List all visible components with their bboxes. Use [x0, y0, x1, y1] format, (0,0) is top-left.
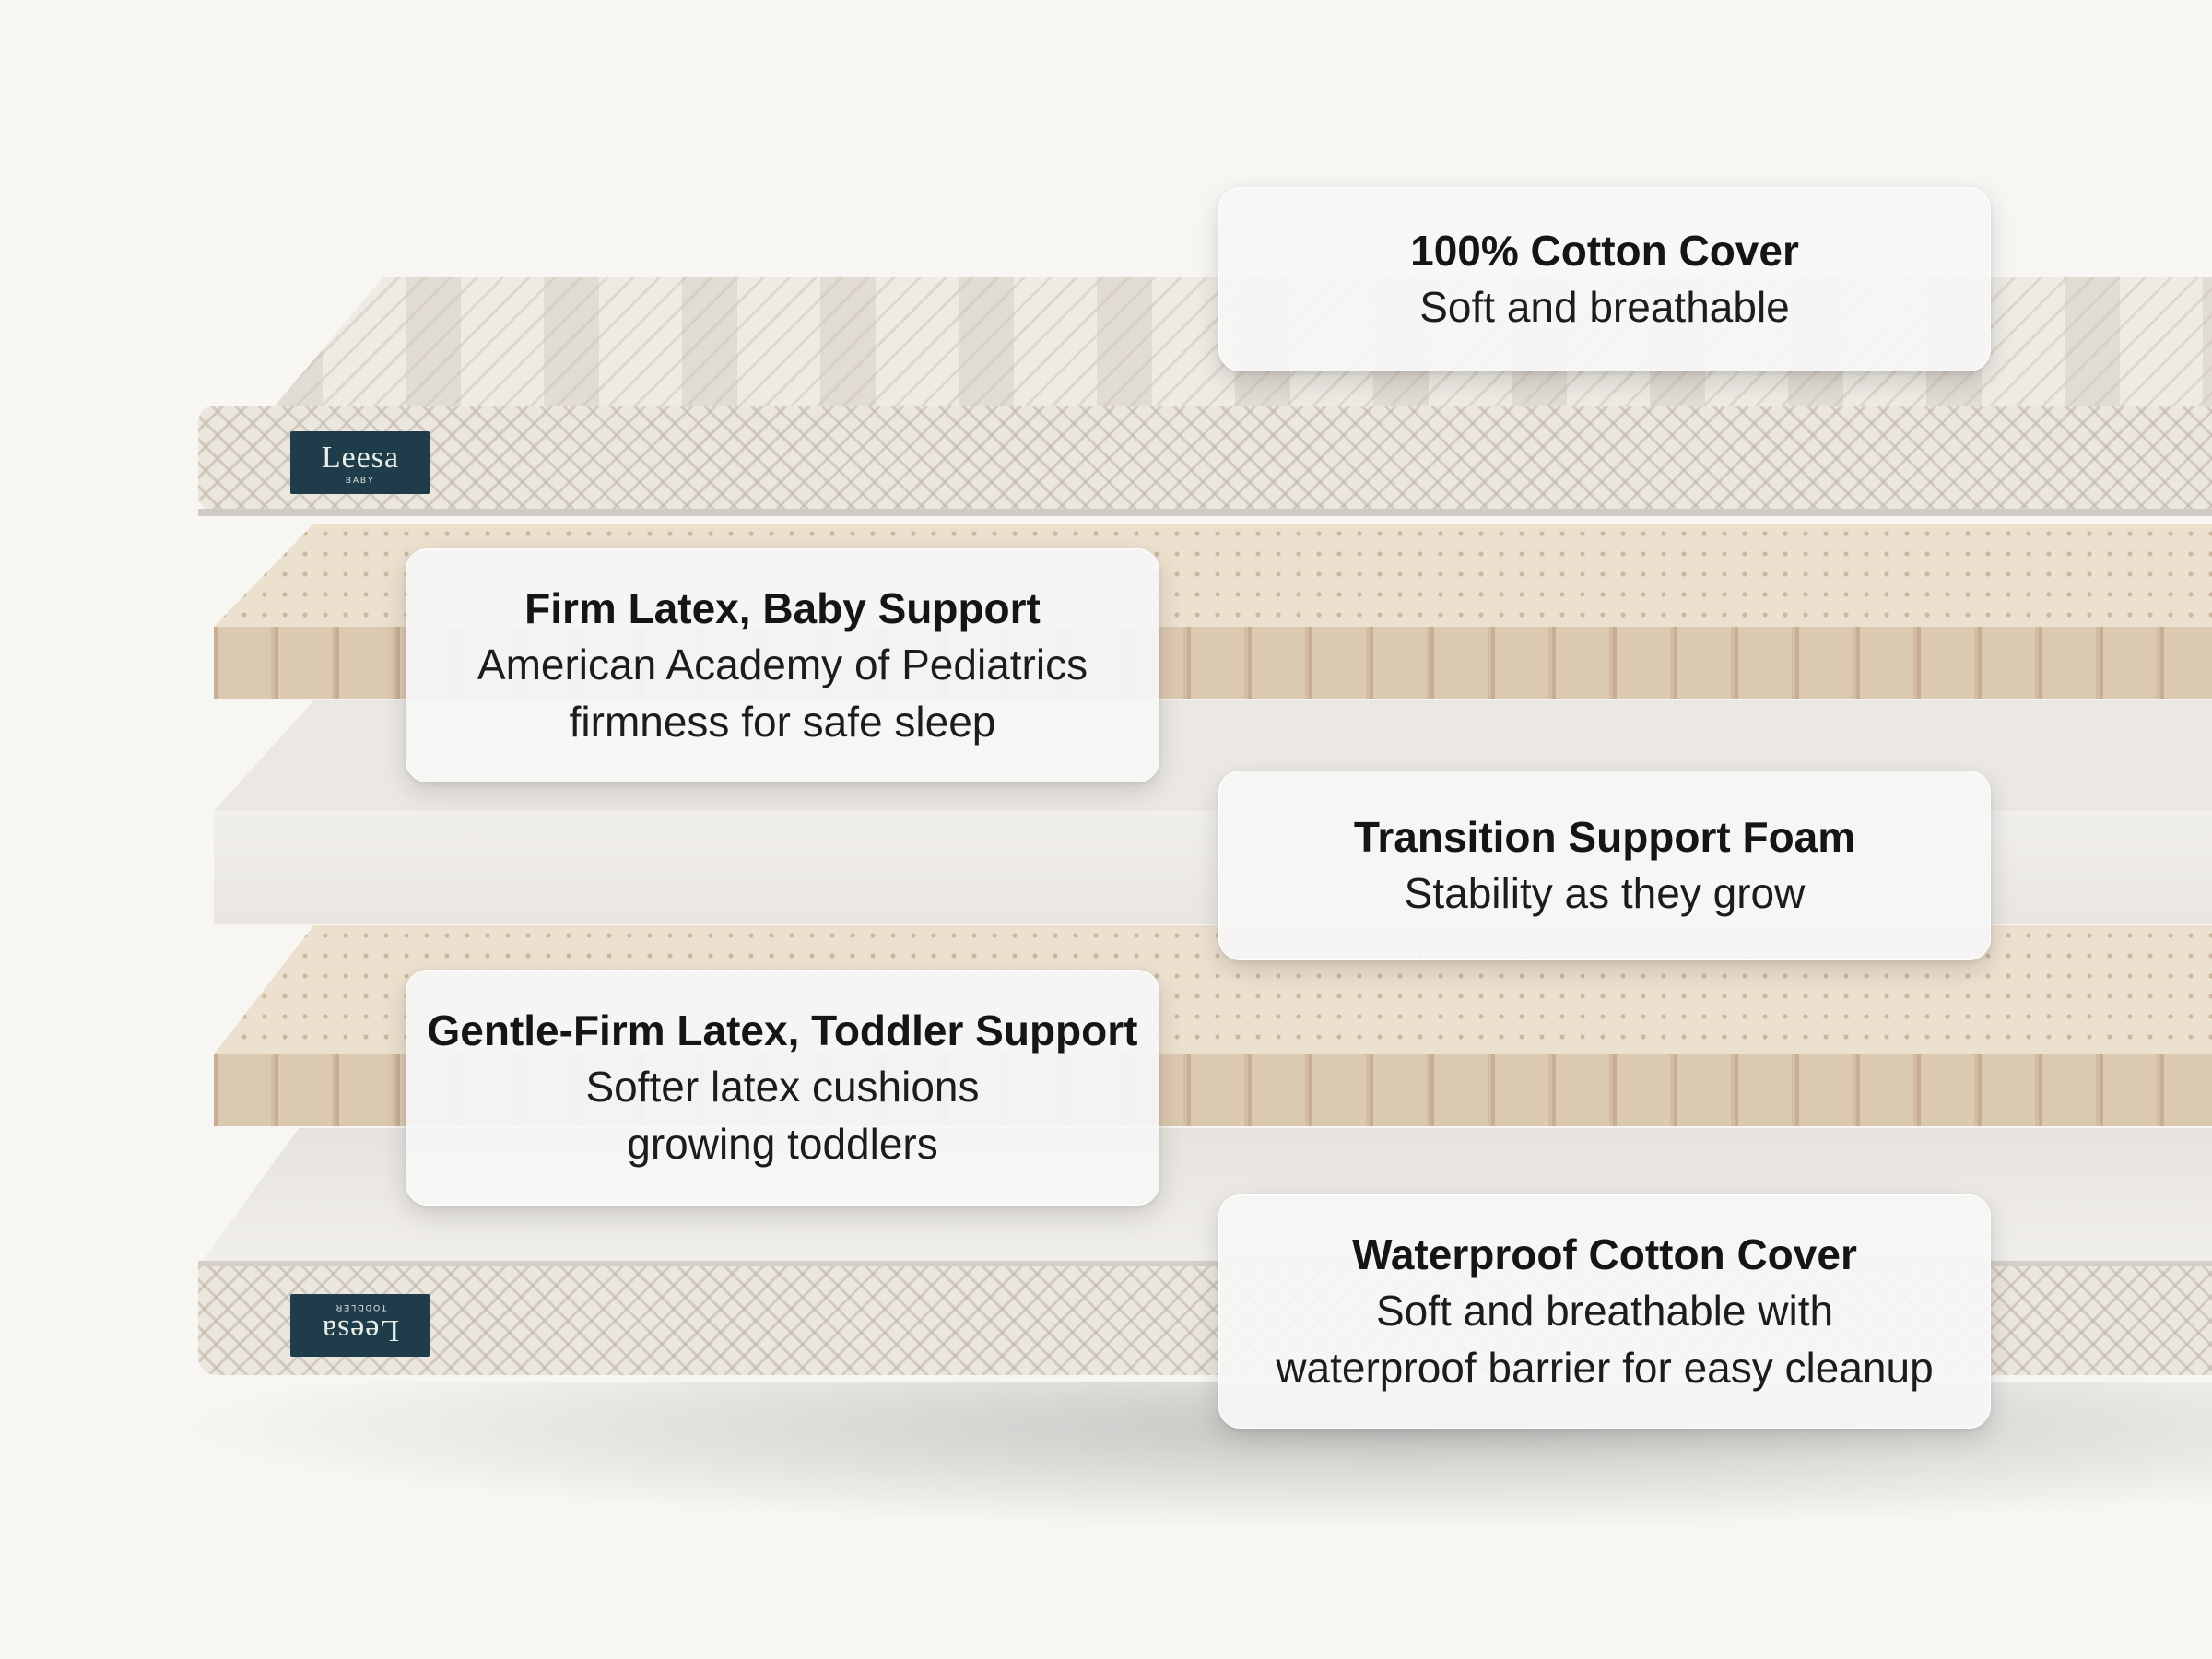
callout-text: Soft and breathable [1419, 283, 1790, 331]
callout-transition-foam: Transition Support Foam Stability as the… [1218, 771, 1991, 960]
callout-text: waterproof barrier for easy cleanup [1276, 1344, 1934, 1392]
logo-sub: BABY [345, 476, 375, 485]
top-cover-seam [198, 509, 2212, 516]
leesa-baby-logo: Leesa BABY [290, 431, 430, 494]
callout-waterproof-cover: Waterproof Cotton Cover Soft and breatha… [1218, 1194, 1991, 1429]
callout-title: Transition Support Foam [1353, 813, 1856, 861]
callout-title: Firm Latex, Baby Support [524, 584, 1041, 632]
callout-firm-latex: Firm Latex, Baby Support American Academ… [406, 548, 1159, 782]
callout-gentle-latex: Gentle-Firm Latex, Toddler Support Softe… [406, 970, 1159, 1206]
callout-text: Stability as they grow [1404, 869, 1806, 917]
callout-title: Waterproof Cotton Cover [1352, 1230, 1857, 1278]
callout-text: firmness for safe sleep [569, 698, 996, 746]
callout-title: 100% Cotton Cover [1410, 227, 1799, 275]
callout-text: growing toddlers [627, 1120, 938, 1168]
logo-sub: TODDLER [334, 1303, 387, 1312]
logo-name: Leesa [321, 441, 400, 475]
logo-name: Leesa [321, 1313, 400, 1347]
callout-text: American Academy of Pediatrics [477, 641, 1088, 688]
leesa-toddler-logo: Leesa TODDLER [290, 1294, 430, 1357]
top-cover-side [198, 406, 2212, 512]
callout-cotton-cover: 100% Cotton Cover Soft and breathable [1218, 187, 1991, 371]
callout-title: Gentle-Firm Latex, Toddler Support [427, 1006, 1138, 1054]
bottom-cover-zipper [198, 1261, 2212, 1266]
callout-text: Soft and breathable with [1375, 1287, 1834, 1335]
callout-text: Softer latex cushions [585, 1063, 980, 1111]
